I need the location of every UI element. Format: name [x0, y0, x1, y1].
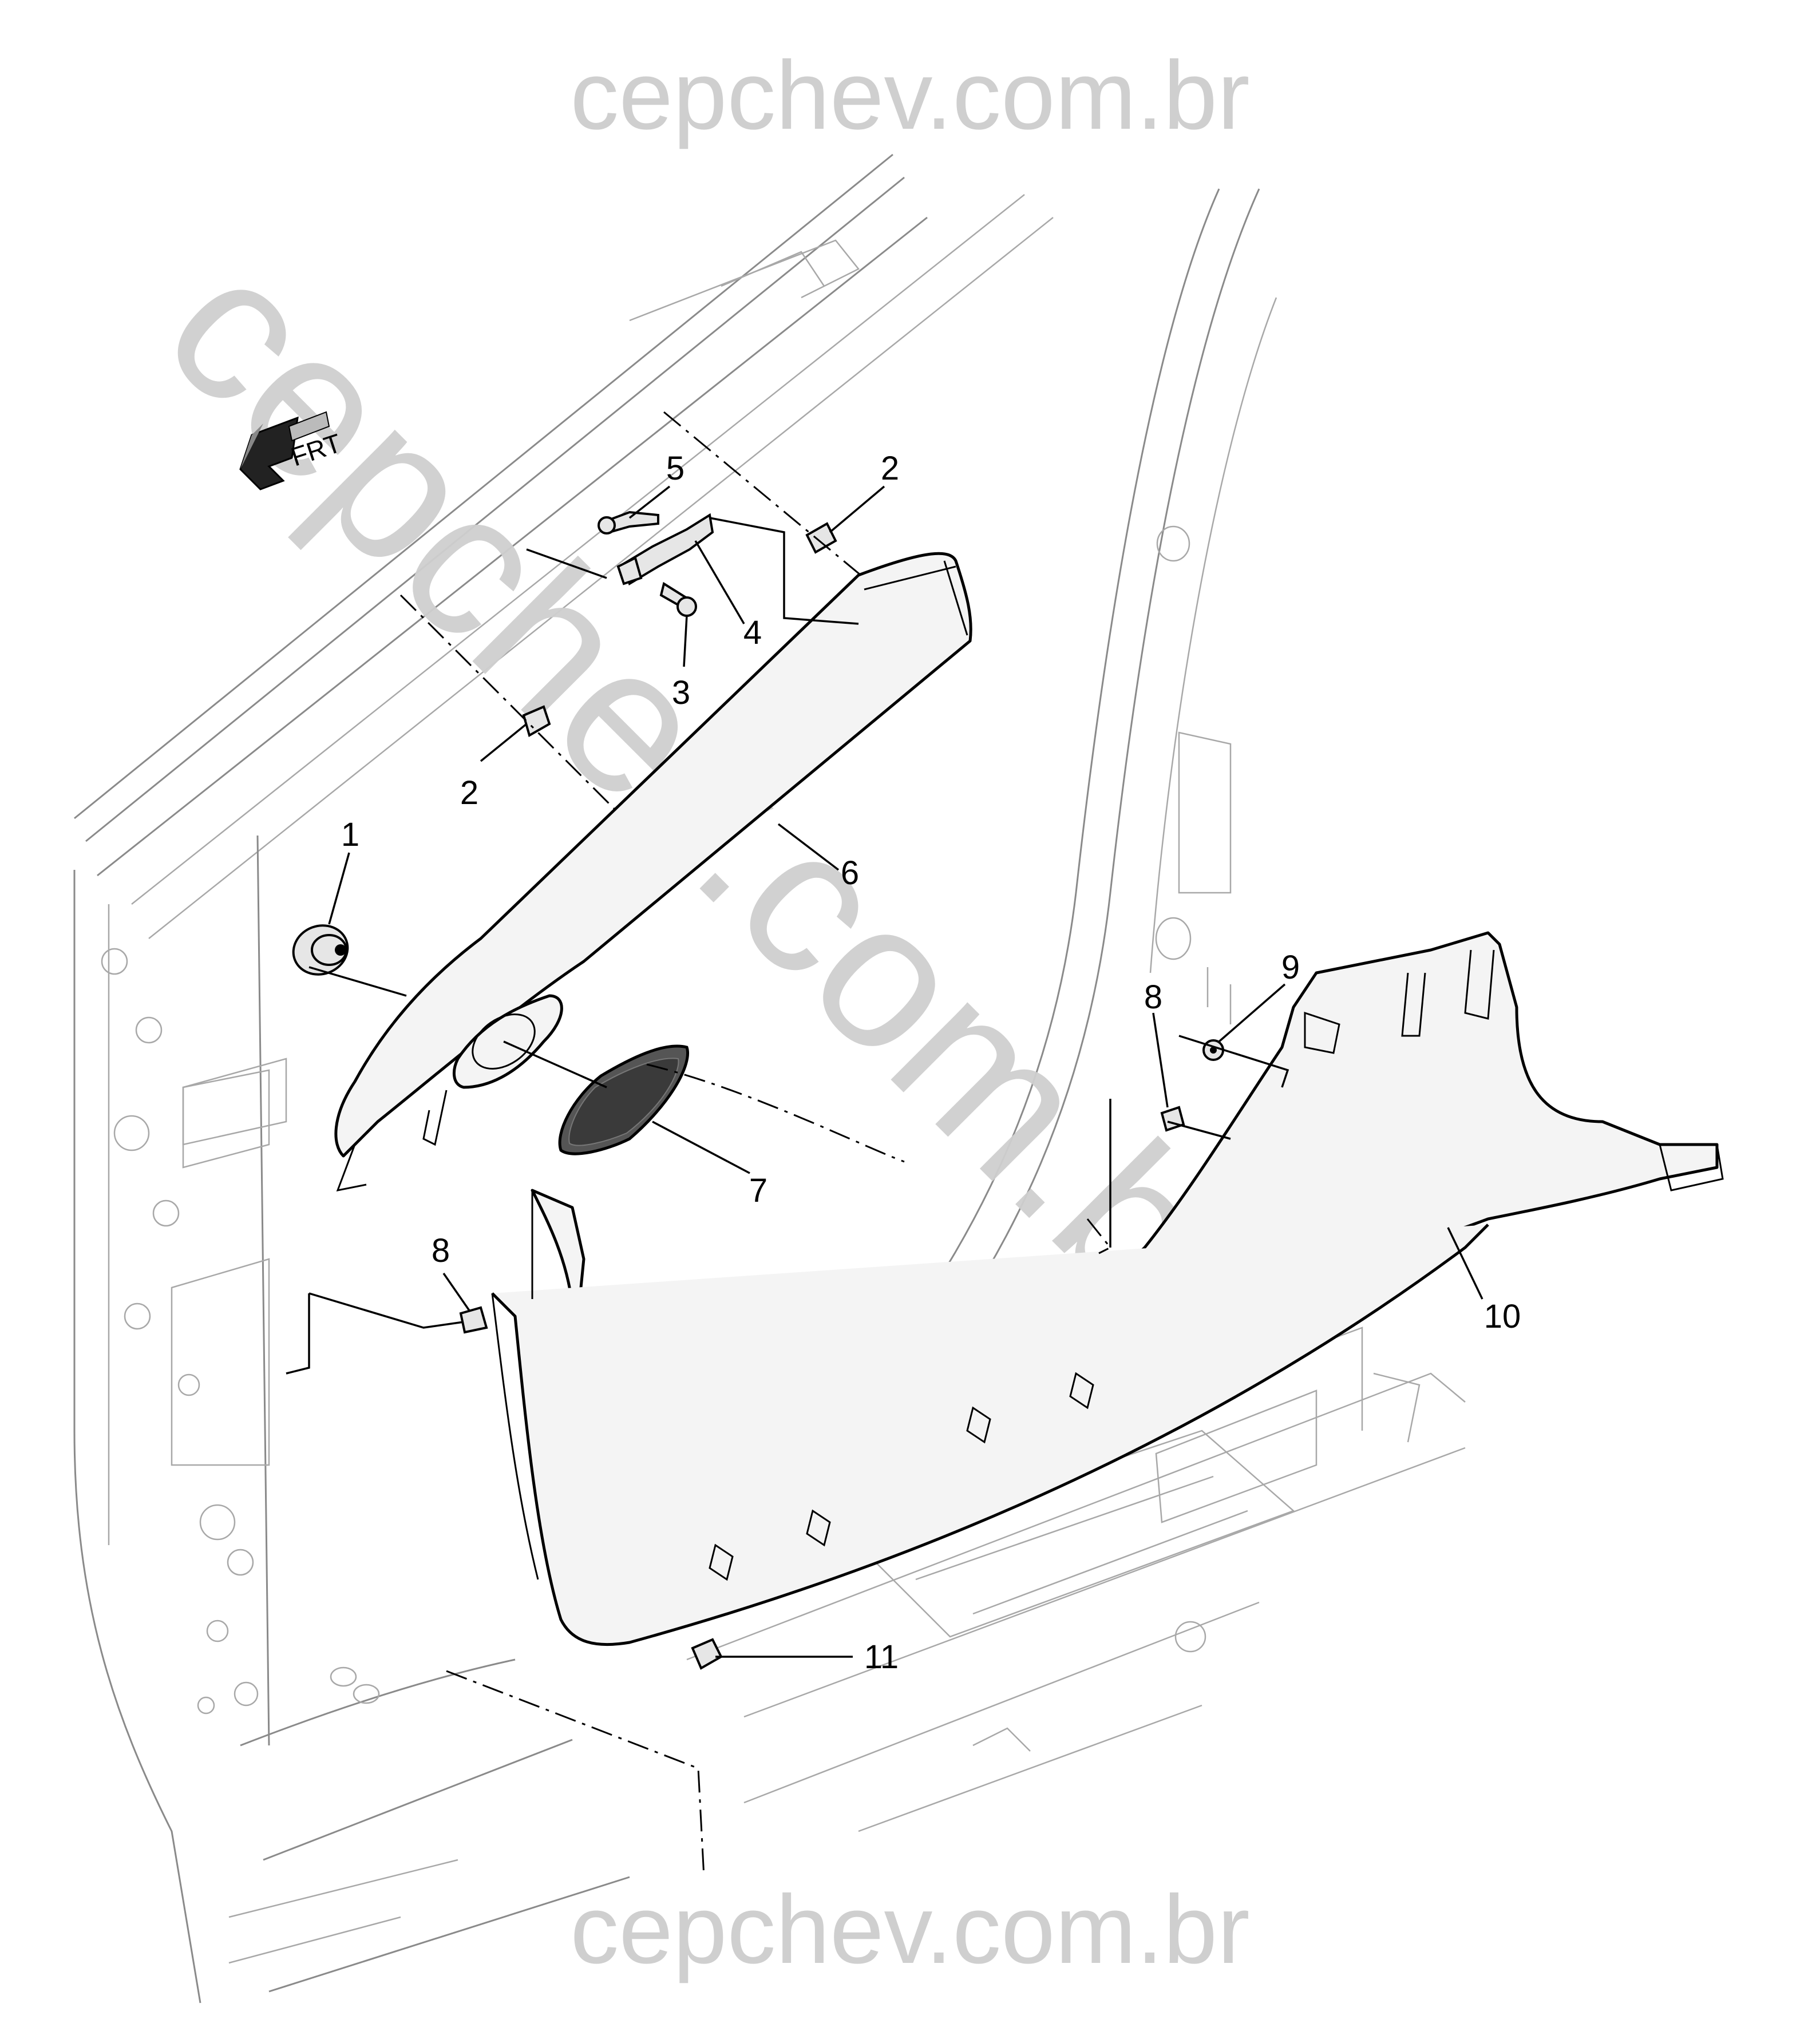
bracket-part-4	[616, 513, 714, 586]
installation-lines	[286, 411, 1289, 1878]
callout-6: 6	[841, 854, 859, 892]
clip-part-8-left	[459, 1306, 488, 1334]
screw-part-5	[598, 510, 659, 535]
callout-leaders	[328, 485, 1483, 1658]
nut-part-9	[1202, 1039, 1224, 1061]
watermark-bottom: cepchev.com.br	[570, 1875, 1249, 1984]
callout-8-left: 8	[432, 1232, 450, 1269]
front-direction-arrow-icon	[239, 411, 330, 490]
callout-1: 1	[341, 816, 359, 853]
callout-7: 7	[749, 1172, 767, 1209]
callout-8-right: 8	[1144, 979, 1162, 1016]
callout-11: 11	[864, 1638, 899, 1676]
vehicle-body-structure	[73, 153, 1466, 2004]
callout-2-lower: 2	[460, 774, 478, 811]
sill-trim-panel	[491, 931, 1724, 1646]
clip-part-2-upper	[805, 522, 837, 554]
callout-labels: 1 2 2 3 4 5 6 7 8 8 9 10 11	[341, 450, 1521, 1676]
callout-3: 3	[672, 674, 690, 711]
clip-part-2-lower	[522, 705, 551, 738]
callout-5: 5	[666, 450, 685, 487]
callout-4: 4	[743, 614, 762, 651]
clip-part-8-right	[1160, 1106, 1185, 1132]
retainer-part-11	[691, 1638, 723, 1670]
callout-2-upper: 2	[881, 450, 899, 487]
callout-10: 10	[1484, 1298, 1521, 1335]
a-pillar-trim-panel	[334, 552, 972, 1192]
watermark-top: cepchev.com.br	[570, 41, 1249, 150]
speaker-grille	[558, 1044, 689, 1155]
callout-9: 9	[1281, 949, 1300, 986]
retainer-part-1	[292, 924, 349, 976]
